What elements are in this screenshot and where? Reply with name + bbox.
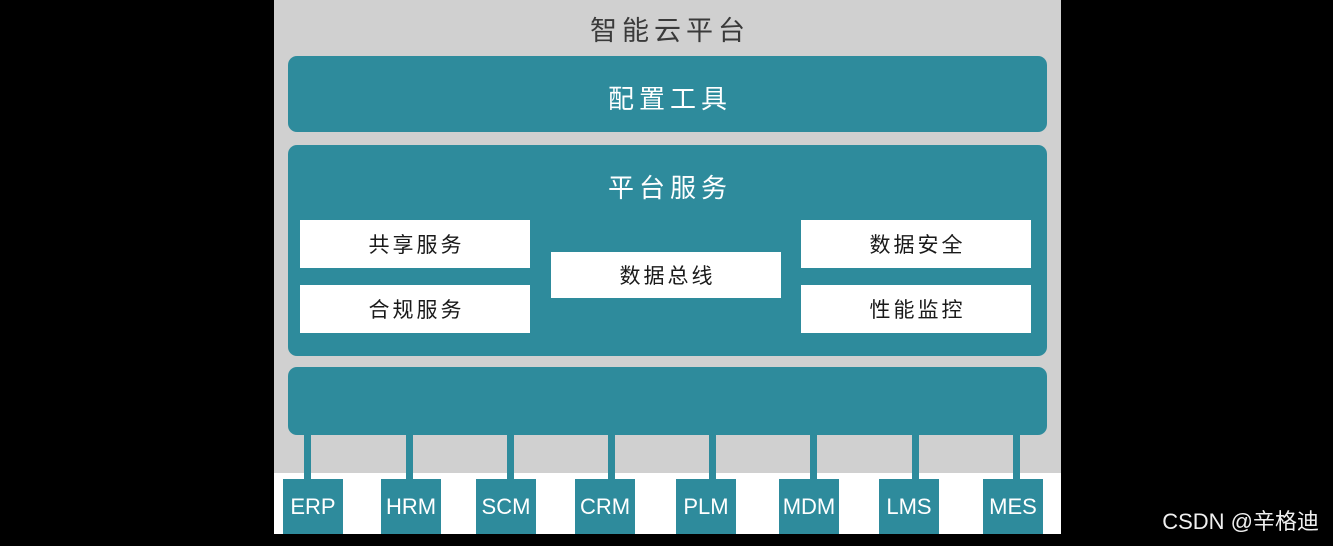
connector-lms	[912, 435, 919, 487]
application-box-plm[interactable]: PLM	[676, 479, 736, 534]
service-box-compliance-services[interactable]: 合规服务	[300, 285, 530, 333]
layer-platform-services-label: 平台服务	[607, 173, 732, 203]
watermark: CSDN @辛格迪	[1162, 509, 1319, 534]
layer-config-tools[interactable]: 配置工具	[288, 56, 1047, 132]
service-box-data-bus[interactable]: 数据总线	[551, 252, 781, 298]
page-title: 智能云平台	[590, 16, 750, 46]
connector-erp	[304, 435, 311, 487]
connector-scm	[507, 435, 514, 487]
connector-crm	[608, 435, 615, 487]
connector-mdm	[810, 435, 817, 487]
application-box-erp[interactable]: ERP	[283, 479, 343, 534]
layer-base-platform[interactable]	[288, 367, 1047, 435]
service-box-shared-services[interactable]: 共享服务	[300, 220, 530, 268]
application-box-lms[interactable]: LMS	[879, 479, 939, 534]
connector-hrm	[406, 435, 413, 487]
service-box-data-security[interactable]: 数据安全	[801, 220, 1031, 268]
service-box-performance-monitoring[interactable]: 性能监控	[801, 285, 1031, 333]
application-box-hrm[interactable]: HRM	[381, 479, 441, 534]
application-box-crm[interactable]: CRM	[575, 479, 635, 534]
connector-plm	[709, 435, 716, 487]
application-box-scm[interactable]: SCM	[476, 479, 536, 534]
layer-config-tools-label: 配置工具	[607, 84, 732, 114]
application-box-mdm[interactable]: MDM	[779, 479, 839, 534]
application-box-mes[interactable]: MES	[983, 479, 1043, 534]
connector-mes	[1013, 435, 1020, 487]
